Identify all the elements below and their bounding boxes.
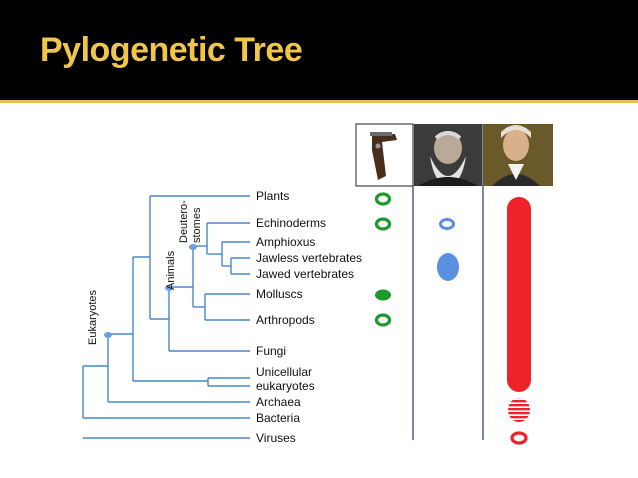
green-ring-marker-plants <box>374 192 392 206</box>
clade-label-deutero: Deutero- <box>178 200 190 243</box>
leaf-label-jawless-vertebrates: Jawless vertebrates <box>256 251 362 265</box>
leaf-label-fungi: Fungi <box>256 344 286 358</box>
leaf-label-archaea: Archaea <box>256 395 301 409</box>
leaf-label-unicellular: Unicellular <box>256 365 312 379</box>
clade-label-stomes: stomes <box>191 207 203 243</box>
deuterostomes-node-marker <box>189 244 197 250</box>
red-ring-marker-viruses <box>510 431 528 445</box>
flintlock-pistol-image <box>355 123 414 187</box>
green-dot-marker-molluscs <box>375 289 391 301</box>
leaf-label-eukaryotes: eukaryotes <box>256 379 315 393</box>
slide-title: Pylogenetic Tree <box>40 31 303 69</box>
leaf-label-viruses: Viruses <box>256 431 296 445</box>
blue-oval-marker <box>437 253 459 281</box>
leaf-label-echinoderms: Echinoderms <box>256 216 326 230</box>
leaf-label-jawed-vertebrates: Jawed vertebrates <box>256 267 354 281</box>
red-striped-marker-archaea <box>508 398 530 422</box>
blue-ring-marker <box>439 218 455 230</box>
green-ring-marker-echinoderms <box>374 217 392 231</box>
jean-baptiste-lamarck-portrait <box>483 124 553 186</box>
leaf-label-bacteria: Bacteria <box>256 411 300 425</box>
leaf-label-molluscs: Molluscs <box>256 287 303 301</box>
tree-branches <box>82 195 250 439</box>
leaf-label-arthropods: Arthropods <box>256 313 315 327</box>
leaf-label-amphioxus: Amphioxus <box>256 235 315 249</box>
clade-label-eukaryotes: Eukaryotes <box>87 289 99 345</box>
leaf-label-plants: Plants <box>256 189 289 203</box>
clade-label-animals: Animals <box>165 250 177 290</box>
eukaryotes-node-marker <box>104 332 112 338</box>
red-bar-marker <box>507 197 531 392</box>
green-ring-marker-arthropods <box>374 313 392 327</box>
slide-header <box>0 0 638 100</box>
charles-darwin-portrait <box>414 124 482 186</box>
header-accent-line <box>0 100 638 103</box>
animals-node-marker <box>165 285 173 291</box>
